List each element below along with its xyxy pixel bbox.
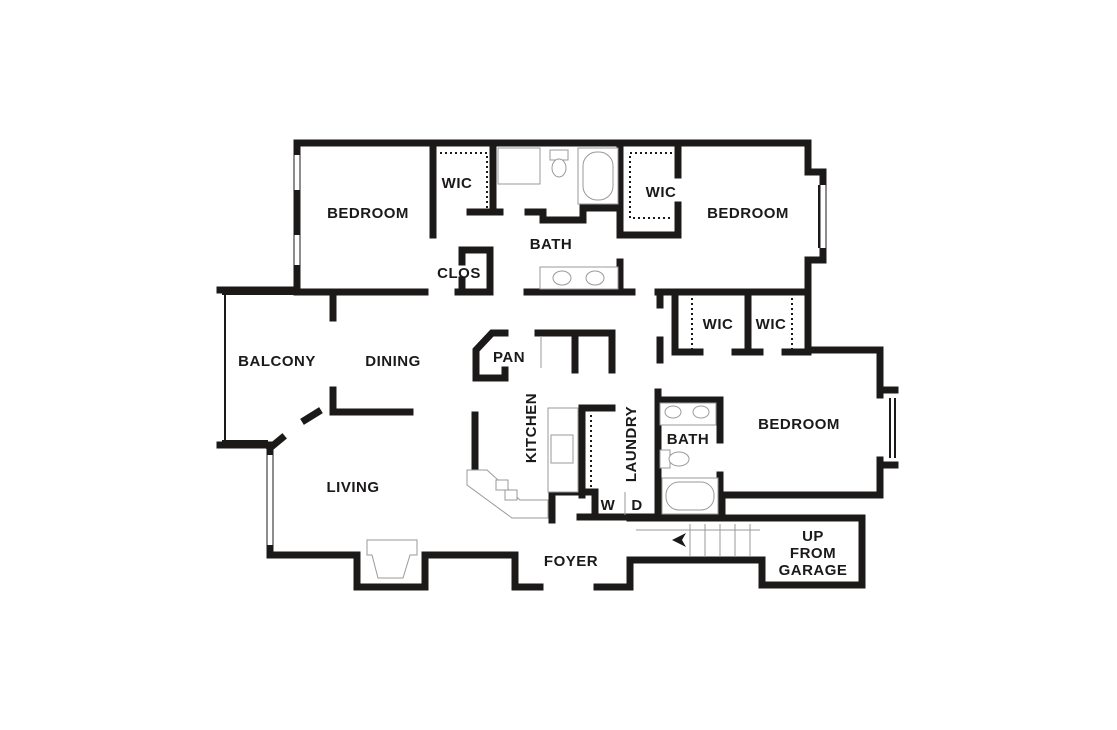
sink-icon [664, 405, 682, 419]
label-garage-up: UP [802, 528, 824, 545]
label-pan: PAN [493, 349, 525, 366]
label-wic-1: WIC [442, 175, 473, 192]
label-bedroom-3: BEDROOM [758, 416, 840, 433]
label-laundry: LAUNDRY [623, 406, 640, 482]
label-living: LIVING [326, 479, 379, 496]
label-dining: DINING [365, 353, 421, 370]
bathtub-icon [582, 151, 614, 201]
sink-icon [552, 270, 572, 286]
sink-icon [495, 479, 509, 491]
room-labels: BEDROOM WIC BATH CLOS WIC BEDROOM BALCON… [238, 175, 847, 579]
label-kitchen: KITCHEN [523, 393, 540, 463]
sink-icon [585, 270, 605, 286]
fireplace-icon [366, 539, 418, 579]
label-clos: CLOS [437, 265, 481, 282]
label-bedroom-2: BEDROOM [707, 205, 789, 222]
vanity [539, 266, 619, 290]
label-bath-1: BATH [530, 236, 573, 253]
label-foyer: FOYER [544, 553, 598, 570]
shower [497, 147, 541, 185]
toilet-icon [668, 451, 690, 467]
closet-rods [440, 152, 793, 490]
label-wic-2: WIC [646, 184, 677, 201]
toilet-icon [551, 158, 567, 178]
stove-icon [550, 434, 574, 464]
bathtub-icon [665, 481, 715, 511]
interior-walls [265, 144, 812, 524]
fixtures [366, 147, 760, 579]
label-balcony: BALCONY [238, 353, 316, 370]
label-bath-2: BATH [667, 431, 710, 448]
label-garage-from: FROM [790, 545, 836, 562]
label-wic-3: WIC [703, 316, 734, 333]
label-dryer: D [631, 497, 642, 514]
label-washer: W [601, 497, 616, 514]
windows [222, 155, 896, 545]
label-wic-4: WIC [756, 316, 787, 333]
sink-icon [504, 489, 518, 501]
label-bedroom-1: BEDROOM [327, 205, 409, 222]
sink-icon [692, 405, 710, 419]
stairs [636, 524, 760, 557]
arrow-left-icon [672, 533, 686, 547]
exterior-walls [216, 139, 899, 591]
label-garage-garage: GARAGE [779, 562, 848, 579]
